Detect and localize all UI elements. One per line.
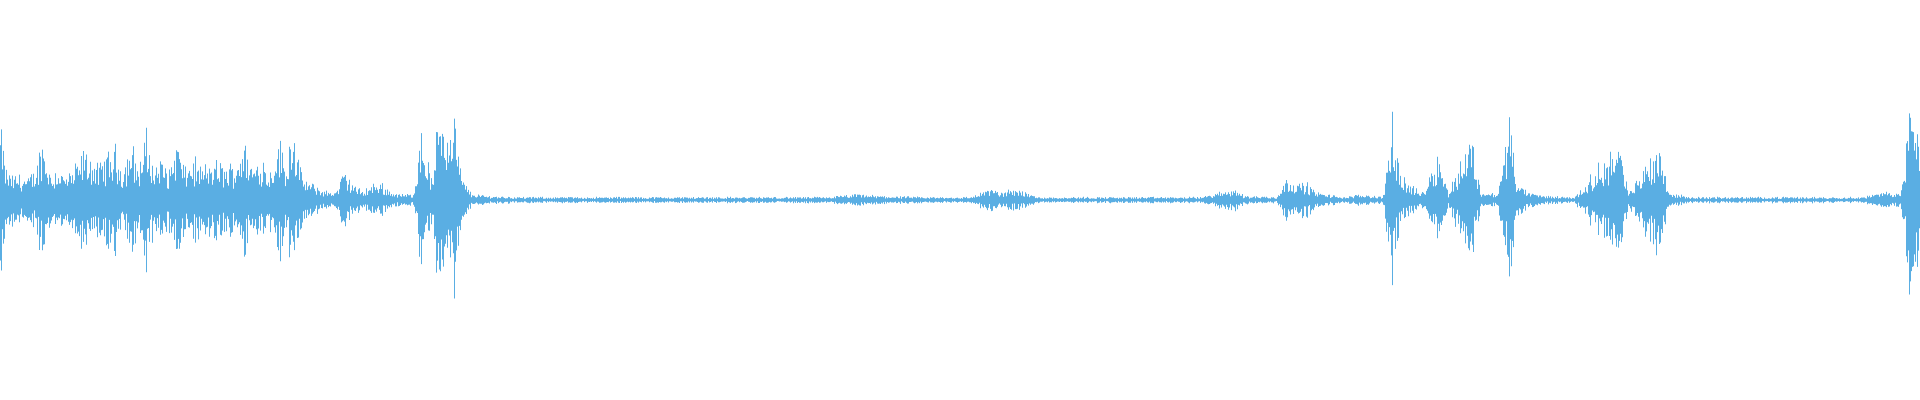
waveform-samples bbox=[0, 111, 1920, 299]
